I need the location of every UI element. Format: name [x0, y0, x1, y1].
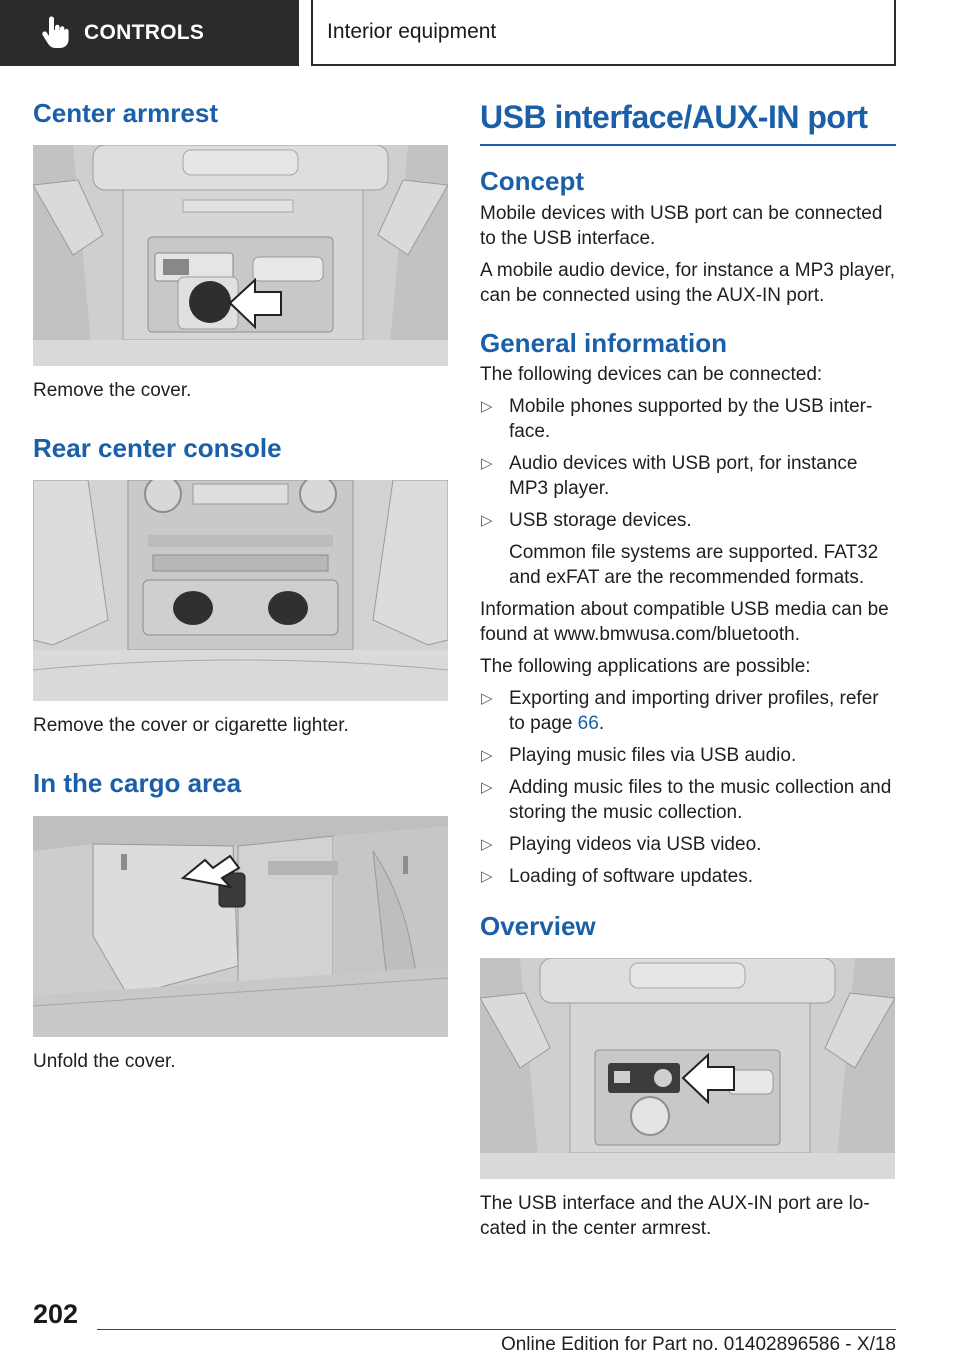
triangle-bullet-icon: ▷ [481, 397, 493, 415]
list-item: ▷Mobile phones supported by the USB inte… [481, 395, 873, 442]
triangle-bullet-icon: ▷ [481, 835, 493, 853]
page-link[interactable]: 66 [577, 712, 599, 734]
page-number: 202 [33, 1299, 79, 1329]
caption-overview: The USB interface and the AUX-IN port ar… [480, 1192, 870, 1239]
heading-cargo-area: In the cargo area [33, 768, 242, 799]
triangle-bullet-icon: ▷ [481, 511, 493, 529]
caption-rear-center-console: Remove the cover or cigarette lighter. [33, 715, 349, 737]
compatibility-info: Information about compatible USB media c… [480, 598, 889, 645]
heading-rear-center-console: Rear center console [33, 433, 282, 464]
list-item: ▷USB storage devices. Common file system… [480, 508, 896, 590]
section-tab: CONTROLS [0, 0, 299, 66]
storage-note: Common file systems are supported. FAT32… [509, 541, 879, 588]
overview-photo [480, 957, 895, 1179]
edition-note: Online Edition for Part no. 01402896586 … [500, 1334, 896, 1355]
triangle-bullet-icon: ▷ [481, 746, 493, 764]
applications-intro: The following applications are possible: [480, 655, 811, 677]
applications-list: ▷Exporting and importing driver profiles… [480, 686, 896, 889]
list-item: ▷Exporting and importing driver profiles… [481, 687, 879, 734]
page-title: USB interface/AUX-IN port [480, 99, 868, 135]
heading-center-armrest: Center armrest [33, 98, 218, 128]
center-armrest-photo [33, 145, 448, 367]
heading-general-information: General information [480, 327, 728, 358]
caption-center-armrest: Remove the cover. [33, 380, 192, 402]
concept-para-1: Mobile devices with USB port can be conn… [480, 202, 883, 249]
triangle-bullet-icon: ▷ [481, 689, 493, 707]
triangle-bullet-icon: ▷ [481, 867, 493, 885]
caption-cargo-area: Unfold the cover. [33, 1050, 176, 1072]
list-item: ▷Adding music files to the music collect… [481, 776, 892, 823]
list-item: ▷Playing music files via USB audio. [481, 744, 797, 766]
chapter-title: Interior equipment [327, 20, 497, 43]
triangle-bullet-icon: ▷ [481, 454, 493, 472]
list-item: ▷Playing videos via USB video. [481, 833, 762, 855]
section-title: CONTROLS [84, 21, 205, 44]
title-divider [480, 144, 896, 147]
list-item: ▷Loading of software updates. [481, 865, 754, 887]
rear-center-console-photo [33, 480, 448, 702]
heading-overview: Overview [480, 910, 596, 941]
concept-para-2: A mobile audio device, for instance a MP… [480, 259, 896, 306]
devices-list: ▷Mobile phones supported by the USB inte… [480, 394, 896, 590]
chapter-header: Interior equipment [311, 0, 896, 66]
list-item: ▷Audio devices with USB port, for instan… [481, 452, 858, 499]
hand-pointer-icon [42, 16, 69, 48]
right-column: USB interface/AUX-IN port Concept Mobile… [480, 98, 896, 1241]
footer-divider [97, 1329, 896, 1330]
left-column: Center armrest Remove the cover. Rear ce… [33, 98, 448, 1074]
heading-concept: Concept [480, 166, 584, 197]
cargo-area-photo [33, 815, 448, 1037]
devices-intro: The following devices can be connected: [480, 363, 823, 385]
triangle-bullet-icon: ▷ [481, 778, 493, 796]
